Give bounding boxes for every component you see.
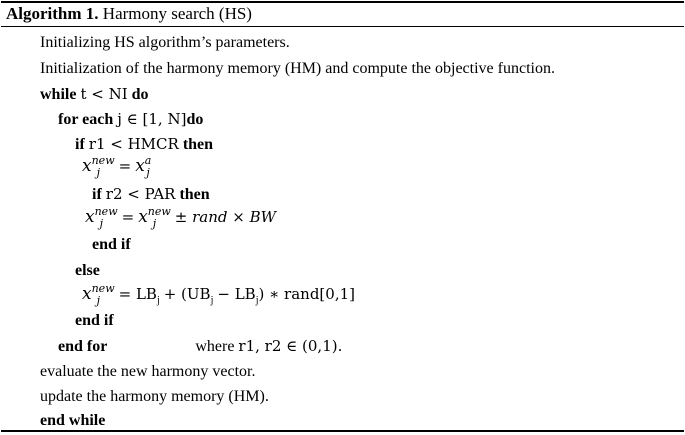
sup-a: a	[144, 154, 152, 167]
line-if-par: if r2 < PAR then	[92, 184, 210, 205]
line-for-each: for each j ∈ [1, N]do	[58, 109, 203, 130]
var-x-2: x	[135, 156, 145, 176]
title-rule	[1, 26, 684, 27]
line-if-hmcr: if r1 < HMCR then	[75, 134, 213, 155]
sub-j-5: j	[96, 294, 101, 307]
sup-new-3: new	[147, 205, 171, 218]
keyword-then-2: then	[179, 186, 210, 203]
sub-j-7: j	[210, 295, 214, 306]
line-init-hm: Initialization of the harmony memory (HM…	[40, 60, 555, 77]
line-memory-consider: xnewj = xaj	[82, 154, 152, 179]
sub-j: j	[96, 166, 101, 179]
random-ub: + (UB	[163, 285, 211, 303]
var-x-4: x	[138, 207, 148, 227]
pitch-adjust-term: ± rand × BW	[174, 208, 277, 226]
sub-j-6: j	[156, 295, 160, 306]
line-end-if-inner: end if	[92, 236, 131, 253]
sub-j-8: j	[255, 295, 259, 306]
algorithm-title: Algorithm 1. Harmony search (HS)	[6, 4, 252, 24]
var-x: x	[82, 156, 92, 176]
top-rule	[1, 1, 684, 3]
random-tail: ) ∗ rand[0,1]	[258, 285, 355, 303]
line-evaluate: evaluate the new harmony vector.	[40, 363, 256, 380]
line-init-params: Initializing HS algorithm’s parameters.	[40, 34, 290, 51]
var-x-5: x	[82, 284, 92, 304]
algorithm-name: Harmony search (HS)	[102, 4, 252, 23]
random-minus-lb: − LB	[217, 285, 256, 303]
where-text: where	[195, 338, 235, 355]
var-x-3: x	[85, 207, 95, 227]
line-pitch-adjust: xnewj = xnewj ± rand × BW	[85, 205, 277, 230]
keyword-do-2: do	[186, 111, 204, 128]
sub-j-2: j	[146, 166, 150, 179]
line-end-if-outer: end if	[75, 312, 114, 329]
while-condition: t < NI	[80, 85, 128, 103]
keyword-then: then	[182, 136, 214, 153]
keyword-for-each: for each	[58, 111, 114, 128]
algorithm-label: Algorithm 1.	[6, 4, 99, 23]
keyword-end-for: end for	[58, 338, 108, 355]
random-lb: = LB	[118, 285, 157, 303]
keyword-if: if	[75, 136, 85, 153]
sub-j-3: j	[99, 217, 104, 230]
equals-2: =	[121, 208, 135, 226]
sup-new: new	[91, 154, 115, 167]
line-else: else	[75, 262, 100, 279]
keyword-if-2: if	[92, 186, 102, 203]
line-end-while: end while	[40, 412, 106, 429]
keyword-while: while	[40, 86, 77, 103]
where-condition: r1, r2 ∈ (0,1).	[238, 337, 343, 355]
bottom-rule	[1, 430, 684, 432]
if-par-condition: r2 < PAR	[105, 185, 176, 203]
line-update-hm: update the harmony memory (HM).	[40, 388, 269, 405]
equals: =	[118, 157, 132, 175]
sup-new-2: new	[94, 205, 118, 218]
line-random-select: xnewj = LBj + (UBj − LBj) ∗ rand[0,1]	[82, 282, 355, 307]
line-while: while t < NI do	[40, 84, 149, 105]
line-end-for: end for where r1, r2 ∈ (0,1).	[58, 336, 342, 357]
keyword-do: do	[131, 86, 149, 103]
sub-j-4: j	[152, 217, 157, 230]
for-condition: j ∈ [1, N]	[117, 110, 187, 128]
if-hmcr-condition: r1 < HMCR	[88, 135, 179, 153]
sup-new-4: new	[91, 282, 115, 295]
